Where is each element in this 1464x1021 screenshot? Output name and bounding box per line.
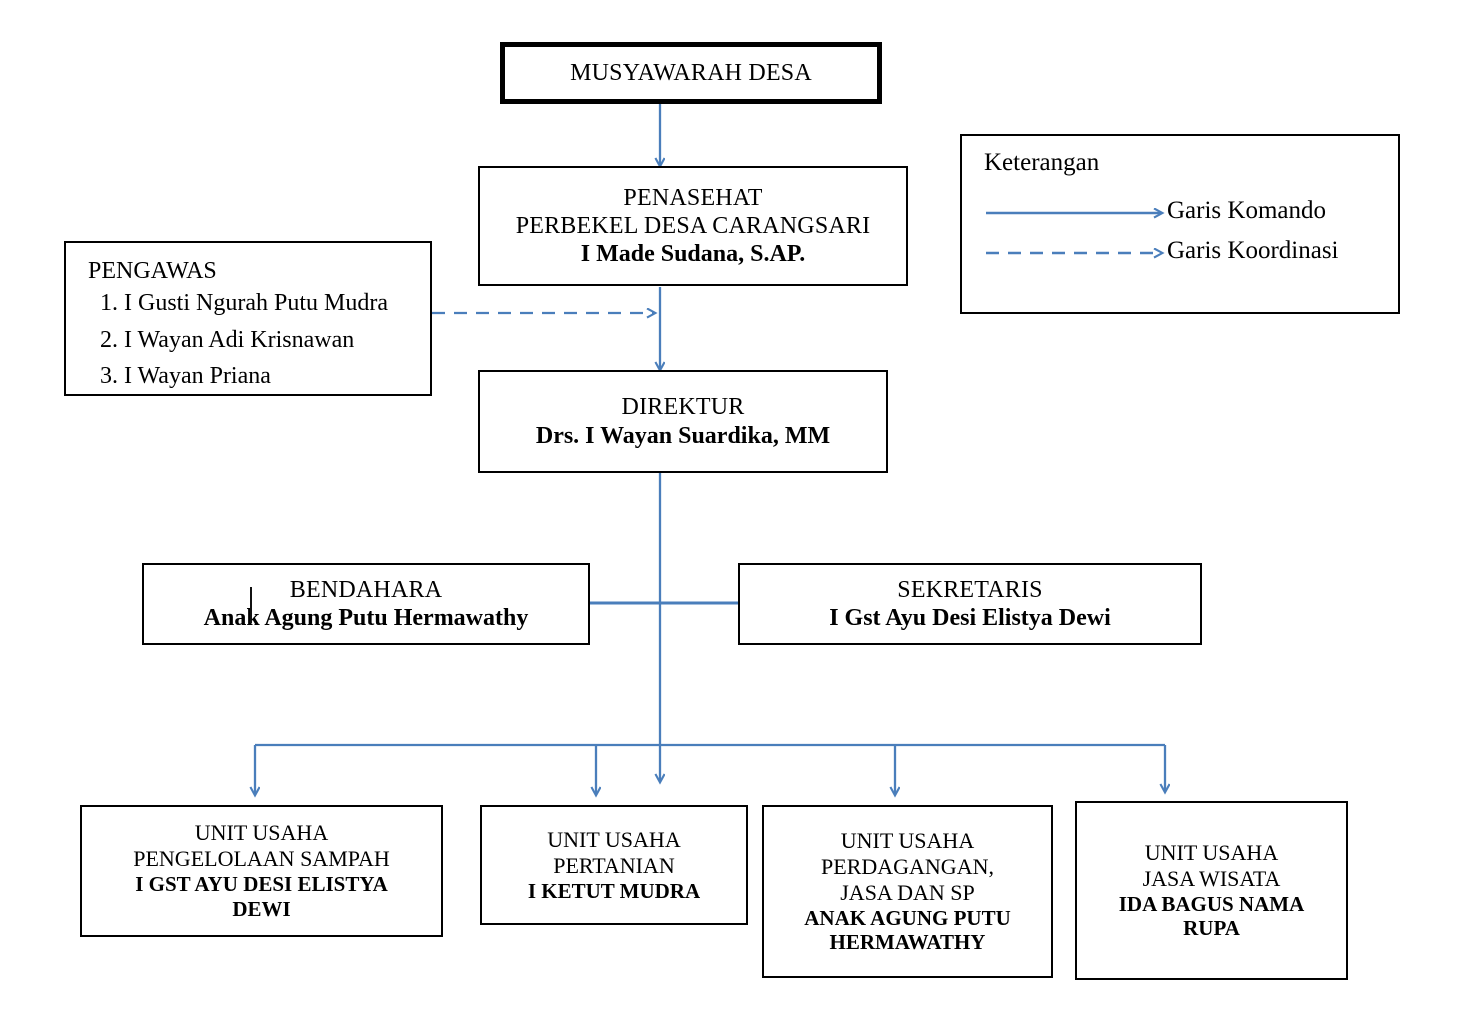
node-musyawarah-desa[interactable]: MUSYAWARAH DESA	[500, 42, 882, 104]
pengawas-member-3: 3. I Wayan Priana	[100, 363, 271, 390]
unit-1-name-line-1: I GST AYU DESI ELISTYA	[135, 872, 388, 897]
penasehat-line2: PERBEKEL DESA CARANGSARI	[515, 212, 871, 239]
penasehat-name: I Made Sudana, S.AP.	[580, 241, 806, 268]
node-bendahara[interactable]: BENDAHARA Anak Agung Putu Hermawathy	[142, 563, 590, 645]
penasehat-line1: PENASEHAT	[623, 184, 763, 211]
unit-1-name-line-2: DEWI	[232, 896, 291, 921]
sekretaris-name: I Gst Ayu Desi Elistya Dewi	[829, 605, 1111, 631]
legend-item-koordinasi-label: Garis Koordinasi	[1167, 237, 1339, 264]
unit-2-name-line-1: I KETUT MUDRA	[527, 878, 701, 903]
pengawas-title: PENGAWAS	[88, 258, 217, 284]
node-sekretaris[interactable]: SEKRETARIS I Gst Ayu Desi Elistya Dewi	[738, 563, 1202, 645]
unit-1-title-line-2: PENGELOLAAN SAMPAH	[133, 846, 390, 872]
direktur-name: Drs. I Wayan Suardika, MM	[535, 422, 831, 449]
text-cursor-artifact	[250, 587, 252, 623]
bendahara-name: Anak Agung Putu Hermawathy	[203, 605, 529, 631]
legend-sample-lines	[986, 136, 1402, 316]
node-unit-pertanian[interactable]: UNIT USAHA PERTANIAN I KETUT MUDRA	[480, 805, 748, 925]
unit-2-title-line-1: UNIT USAHA	[547, 826, 681, 852]
pengawas-member-2: 2. I Wayan Adi Krisnawan	[100, 326, 355, 353]
unit-3-title-line-2: PERDAGANGAN,	[821, 853, 994, 879]
unit-4-name-line-1: IDA BAGUS NAMA	[1118, 891, 1305, 916]
pengawas-member-1: 1. I Gusti Ngurah Putu Mudra	[100, 290, 388, 317]
unit-2-title-line-2: PERTANIAN	[553, 852, 675, 878]
legend-panel: Keterangan Garis Komando Garis Koordinas…	[960, 134, 1400, 314]
unit-3-name-line-1: ANAK AGUNG PUTU	[804, 905, 1011, 930]
sekretaris-title: SEKRETARIS	[897, 576, 1043, 603]
node-penasehat[interactable]: PENASEHAT PERBEKEL DESA CARANGSARI I Mad…	[478, 166, 908, 286]
unit-1-title-line-1: UNIT USAHA	[194, 820, 329, 846]
node-direktur[interactable]: DIREKTUR Drs. I Wayan Suardika, MM	[478, 370, 888, 473]
bendahara-title: BENDAHARA	[289, 576, 443, 603]
unit-3-name-line-2: HERMAWATHY	[829, 930, 986, 955]
node-pengawas[interactable]: PENGAWAS 1. I Gusti Ngurah Putu Mudra 2.…	[64, 241, 432, 396]
unit-4-name-line-2: RUPA	[1183, 916, 1240, 941]
musyawarah-title: MUSYAWARAH DESA	[570, 59, 812, 86]
unit-3-title-line-1: UNIT USAHA	[840, 827, 975, 853]
legend-title: Keterangan	[984, 149, 1100, 176]
node-unit-perdagangan[interactable]: UNIT USAHA PERDAGANGAN, JASA DAN SP ANAK…	[762, 805, 1053, 978]
node-unit-pengelolaan-sampah[interactable]: UNIT USAHA PENGELOLAAN SAMPAH I GST AYU …	[80, 805, 443, 937]
direktur-title: DIREKTUR	[621, 394, 745, 421]
node-unit-jasa-wisata[interactable]: UNIT USAHA JASA WISATA IDA BAGUS NAMA RU…	[1075, 801, 1348, 980]
unit-3-title-line-3: JASA DAN SP	[840, 879, 975, 905]
unit-4-title-line-2: JASA WISATA	[1142, 865, 1281, 891]
legend-item-komando-label: Garis Komando	[1167, 197, 1326, 224]
unit-4-title-line-1: UNIT USAHA	[1144, 839, 1279, 865]
